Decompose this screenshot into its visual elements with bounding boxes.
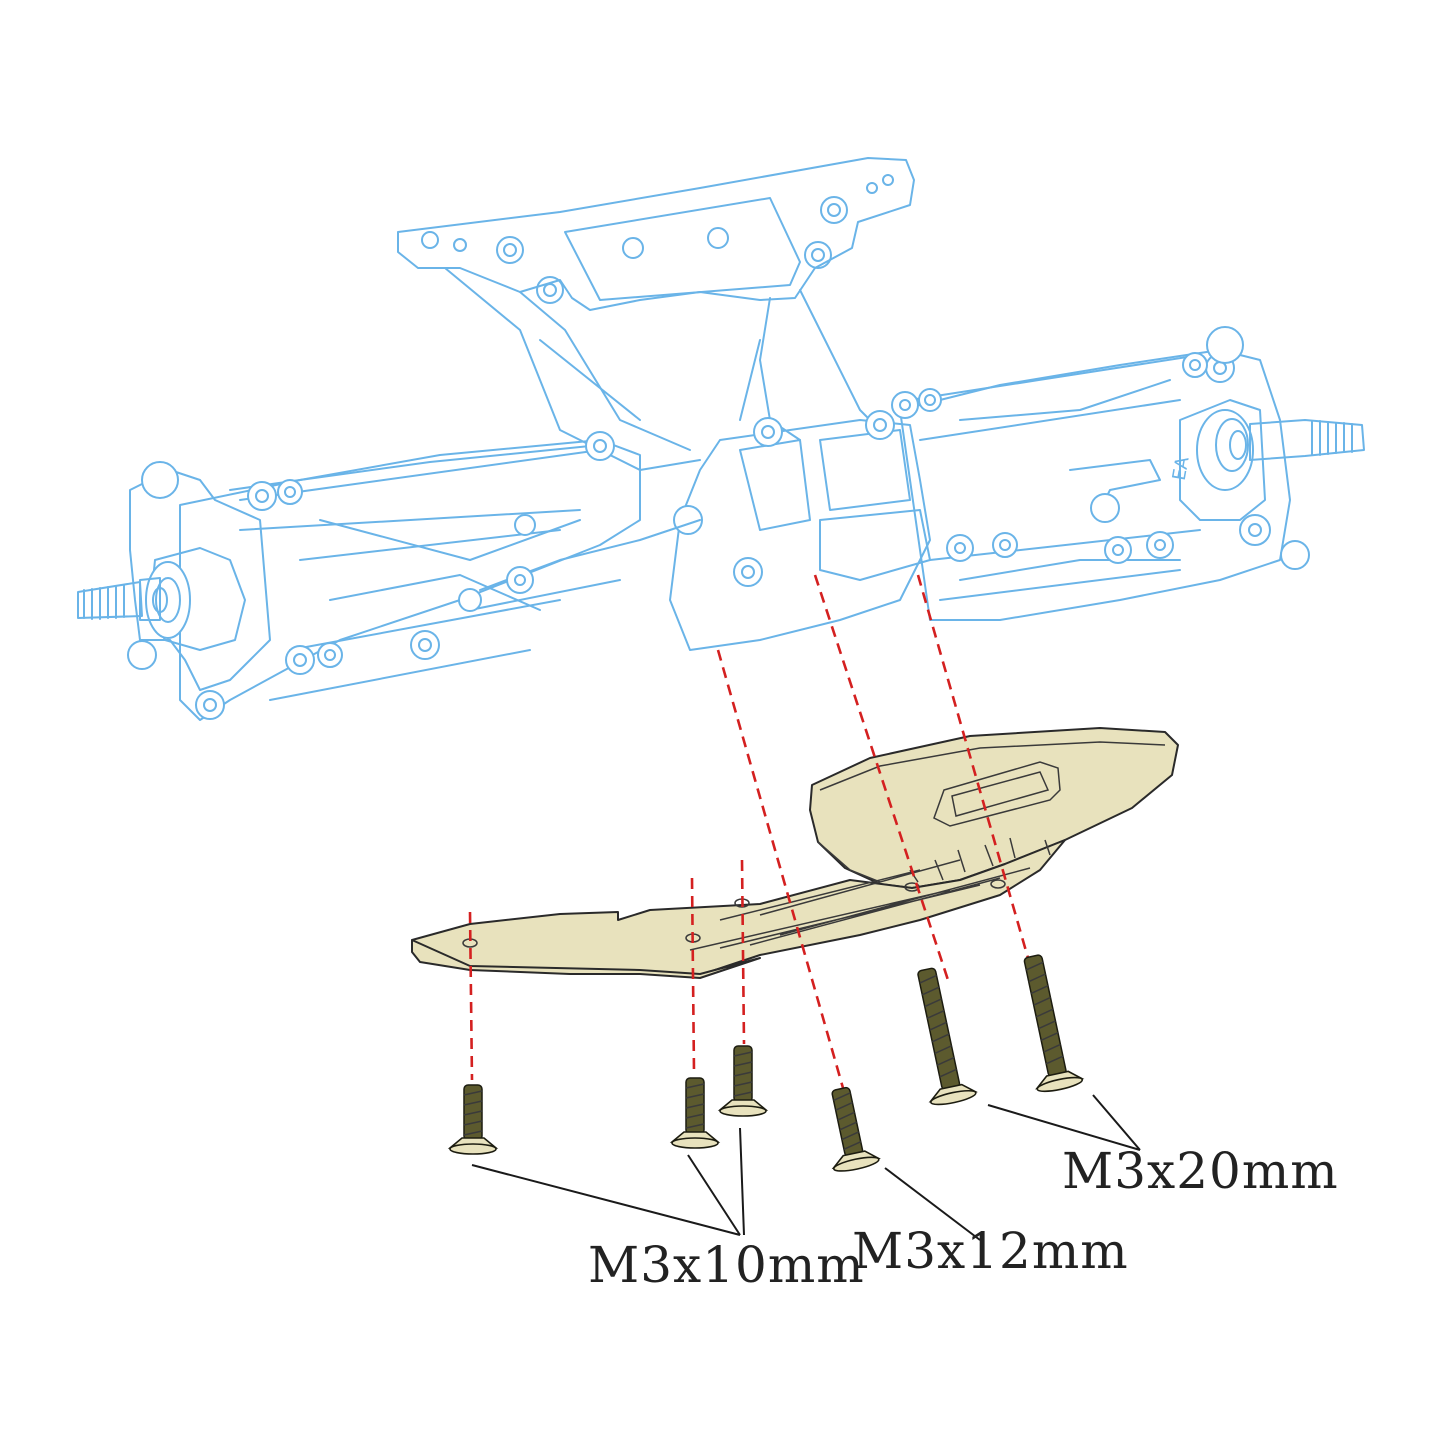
screw-m3x12 xyxy=(831,1086,881,1172)
screws xyxy=(447,954,1085,1172)
screw-m3x10-a xyxy=(447,1084,499,1155)
screw-m3x20-a xyxy=(917,967,978,1106)
skid-plate xyxy=(411,727,1179,979)
chassis-drawing: EA xyxy=(77,157,1365,721)
screw-m3x10-c xyxy=(717,1045,769,1117)
screw-m3x10-b xyxy=(669,1077,721,1149)
label-m3x20: M3x20mm xyxy=(1062,1142,1339,1200)
leader-lines xyxy=(471,1094,1141,1241)
chassis-mark: EA xyxy=(1169,454,1194,482)
label-m3x12: M3x12mm xyxy=(852,1222,1129,1280)
label-m3x10: M3x10mm xyxy=(588,1236,865,1294)
screw-m3x20-b xyxy=(1023,954,1085,1093)
guide-lines xyxy=(468,574,1030,1096)
